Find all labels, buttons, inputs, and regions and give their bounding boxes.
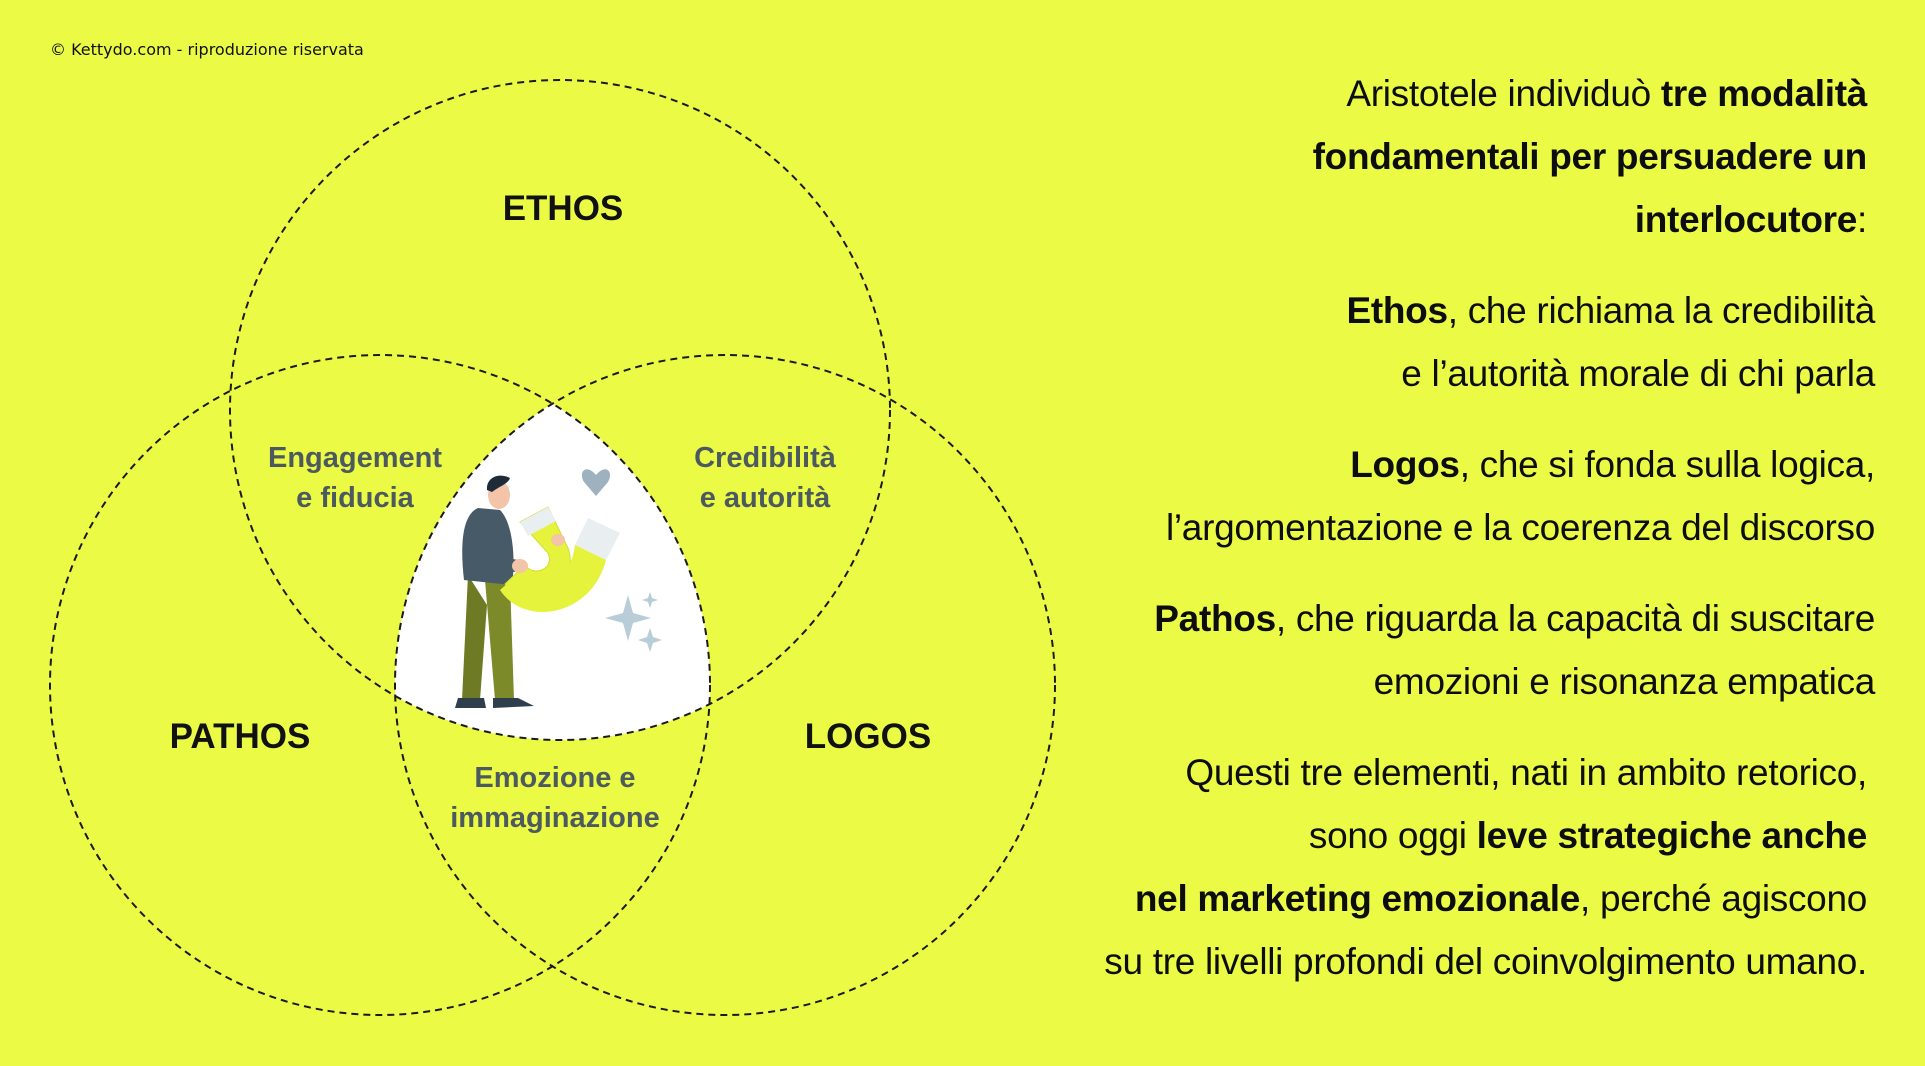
closing-emphasis: leve strategiche anche	[1476, 815, 1868, 856]
pathos-label: PATHOS	[170, 717, 311, 756]
closing-text: sono oggi	[1308, 815, 1477, 856]
overlap-ethos-pathos-line2: e fiducia	[296, 482, 415, 514]
sparkle-icon	[642, 592, 658, 608]
closing-emphasis: nel marketing emozionale	[1134, 878, 1581, 919]
pathos-description: , che riguarda la capacità di suscitare	[1275, 598, 1875, 639]
center-overlap-region	[395, 355, 710, 740]
ethos-circle	[229, 79, 891, 741]
overlap-ethos-pathos-line1: Engagement	[268, 442, 442, 474]
ethos-paragraph: Ethos, che richiama la credibilità e l’a…	[995, 279, 1875, 405]
pathos-circle	[49, 354, 711, 1016]
intro-emphasis: fondamentali per persuadere un	[1312, 136, 1868, 177]
intro-text: Aristotele individuò	[1346, 73, 1661, 114]
intro-paragraph: Aristotele individuò tre modalità fondam…	[995, 62, 1868, 251]
pathos-term: Pathos	[1154, 598, 1276, 639]
logos-label: LOGOS	[805, 717, 931, 756]
closing-text: , perché agiscono	[1580, 878, 1867, 919]
explanation-text: Aristotele individuò tre modalità fondam…	[995, 62, 1875, 993]
logos-description: , che si fonda sulla logica,	[1459, 444, 1876, 485]
logos-description: l’argomentazione e la coerenza del disco…	[1165, 507, 1875, 548]
ethos-term: Ethos	[1346, 290, 1448, 331]
intro-emphasis: interlocutore	[1634, 199, 1858, 240]
ethos-label: ETHOS	[503, 189, 624, 228]
logos-term: Logos	[1350, 444, 1460, 485]
sparkle-icon	[605, 595, 651, 641]
venn-diagram: ETHOS PATHOS LOGOS Engagement e fiducia …	[49, 79, 1056, 1016]
intro-emphasis: tre modalità	[1660, 73, 1867, 114]
closing-paragraph: Questi tre elementi, nati in ambito reto…	[995, 741, 1867, 993]
copyright-notice: © Kettydo.com - riproduzione riservata	[50, 40, 364, 59]
closing-text: su tre livelli profondi del coinvolgimen…	[1104, 941, 1867, 982]
overlap-pathos-logos-line1: Emozione e	[474, 762, 635, 794]
overlap-pathos-logos-line2: immaginazione	[450, 802, 660, 834]
sparkle-icon	[638, 628, 662, 652]
heart-icon	[581, 469, 611, 496]
logos-paragraph: Logos, che si fonda sulla logica, l’argo…	[995, 433, 1875, 559]
pathos-description: emozioni e risonanza empatica	[1373, 661, 1876, 702]
logos-circle	[394, 354, 1056, 1016]
pathos-paragraph: Pathos, che riguarda la capacità di susc…	[995, 587, 1875, 713]
closing-text: Questi tre elementi, nati in ambito reto…	[1185, 752, 1867, 793]
overlap-ethos-logos-line1: Credibilità	[694, 442, 837, 474]
person-magnet-illustration	[455, 469, 662, 708]
overlap-ethos-logos-line2: e autorità	[700, 482, 831, 514]
ethos-description: e l’autorità morale di chi parla	[1401, 353, 1875, 394]
ethos-description: , che richiama la credibilità	[1447, 290, 1876, 331]
intro-text: :	[1857, 199, 1867, 240]
